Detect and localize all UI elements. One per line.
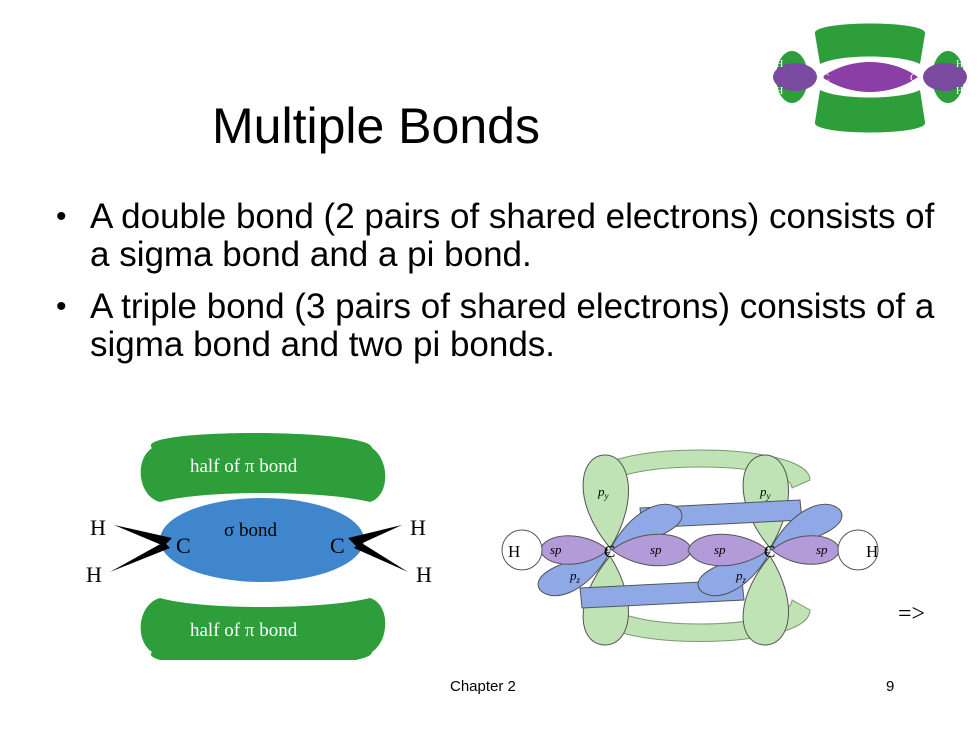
pi-bond-top-half bbox=[140, 433, 386, 502]
ch-bond-left bbox=[773, 63, 817, 91]
sp-label: sp bbox=[816, 542, 828, 557]
pi-bond-bottom-half bbox=[140, 598, 386, 660]
double-bond-figure: half of π bond σ bond C C H H H H half o… bbox=[86, 433, 432, 660]
atom-c-right: C bbox=[330, 533, 345, 558]
sp-label: sp bbox=[550, 542, 562, 557]
sigma-bond-shape bbox=[822, 62, 918, 92]
py-lobe-right-bottom bbox=[742, 555, 789, 646]
wedge-bond bbox=[114, 525, 172, 546]
bullet-item: • A double bond (2 pairs of shared elect… bbox=[52, 198, 952, 274]
sigma-label: σ bond bbox=[224, 520, 277, 541]
bullet-dot: • bbox=[56, 200, 67, 233]
bullet-dot: • bbox=[56, 290, 67, 323]
wedge-bond bbox=[348, 525, 402, 546]
atom-c-left: C bbox=[604, 542, 615, 561]
atom-h: H bbox=[956, 59, 963, 70]
atom-h: H bbox=[866, 542, 878, 561]
footer-page-number: 9 bbox=[886, 678, 895, 695]
atom-c-left: C bbox=[176, 533, 191, 558]
atom-h: H bbox=[416, 562, 432, 587]
sp-lobe-cc-right bbox=[687, 533, 769, 567]
triple-bond-figure: H H C C sp sp sp sp py py pz pz bbox=[501, 449, 879, 646]
pi-lobe-bottom bbox=[814, 90, 926, 133]
atom-h: H bbox=[776, 59, 783, 70]
bullet-list: • A double bond (2 pairs of shared elect… bbox=[52, 198, 952, 378]
ch-bond-right bbox=[923, 63, 967, 91]
atom-h: H bbox=[508, 542, 520, 561]
pz-label: pz bbox=[569, 568, 581, 585]
py-label: py bbox=[597, 484, 609, 501]
pi-lobe-top bbox=[814, 23, 926, 64]
next-slide-indicator: => bbox=[898, 601, 926, 627]
bullet-item: • A triple bond (3 pairs of shared elect… bbox=[52, 288, 952, 364]
pi-bottom-label: half of π bond bbox=[190, 620, 298, 641]
py-label: py bbox=[759, 484, 771, 501]
atom-h: H bbox=[90, 515, 106, 540]
pi-top-label: half of π bond bbox=[190, 456, 298, 477]
atom-c-right: C bbox=[764, 542, 775, 561]
ethene-orbital-thumbnail: C C H H H H bbox=[773, 23, 967, 133]
sigma-bond-ellipse bbox=[160, 498, 364, 582]
sp-label: sp bbox=[714, 542, 726, 557]
bullet-text: A double bond (2 pairs of shared electro… bbox=[90, 197, 935, 274]
bullet-text: A triple bond (3 pairs of shared electro… bbox=[90, 287, 935, 364]
py-lobe-left-top bbox=[582, 454, 629, 549]
atom-c-left: C bbox=[822, 72, 829, 84]
h-atom-circle bbox=[837, 529, 879, 571]
h-atom-circle bbox=[501, 529, 543, 571]
sp-label: sp bbox=[650, 542, 662, 557]
pz-label: pz bbox=[735, 568, 747, 585]
atom-h: H bbox=[410, 515, 426, 540]
atom-c-right: C bbox=[910, 72, 917, 84]
atom-h: H bbox=[956, 86, 963, 97]
wedge-bond bbox=[354, 542, 408, 572]
footer-chapter: Chapter 2 bbox=[450, 678, 516, 695]
wedge-bond bbox=[110, 542, 170, 572]
atom-h: H bbox=[86, 562, 102, 587]
slide-title: Multiple Bonds bbox=[212, 98, 540, 154]
atom-h: H bbox=[776, 86, 783, 97]
